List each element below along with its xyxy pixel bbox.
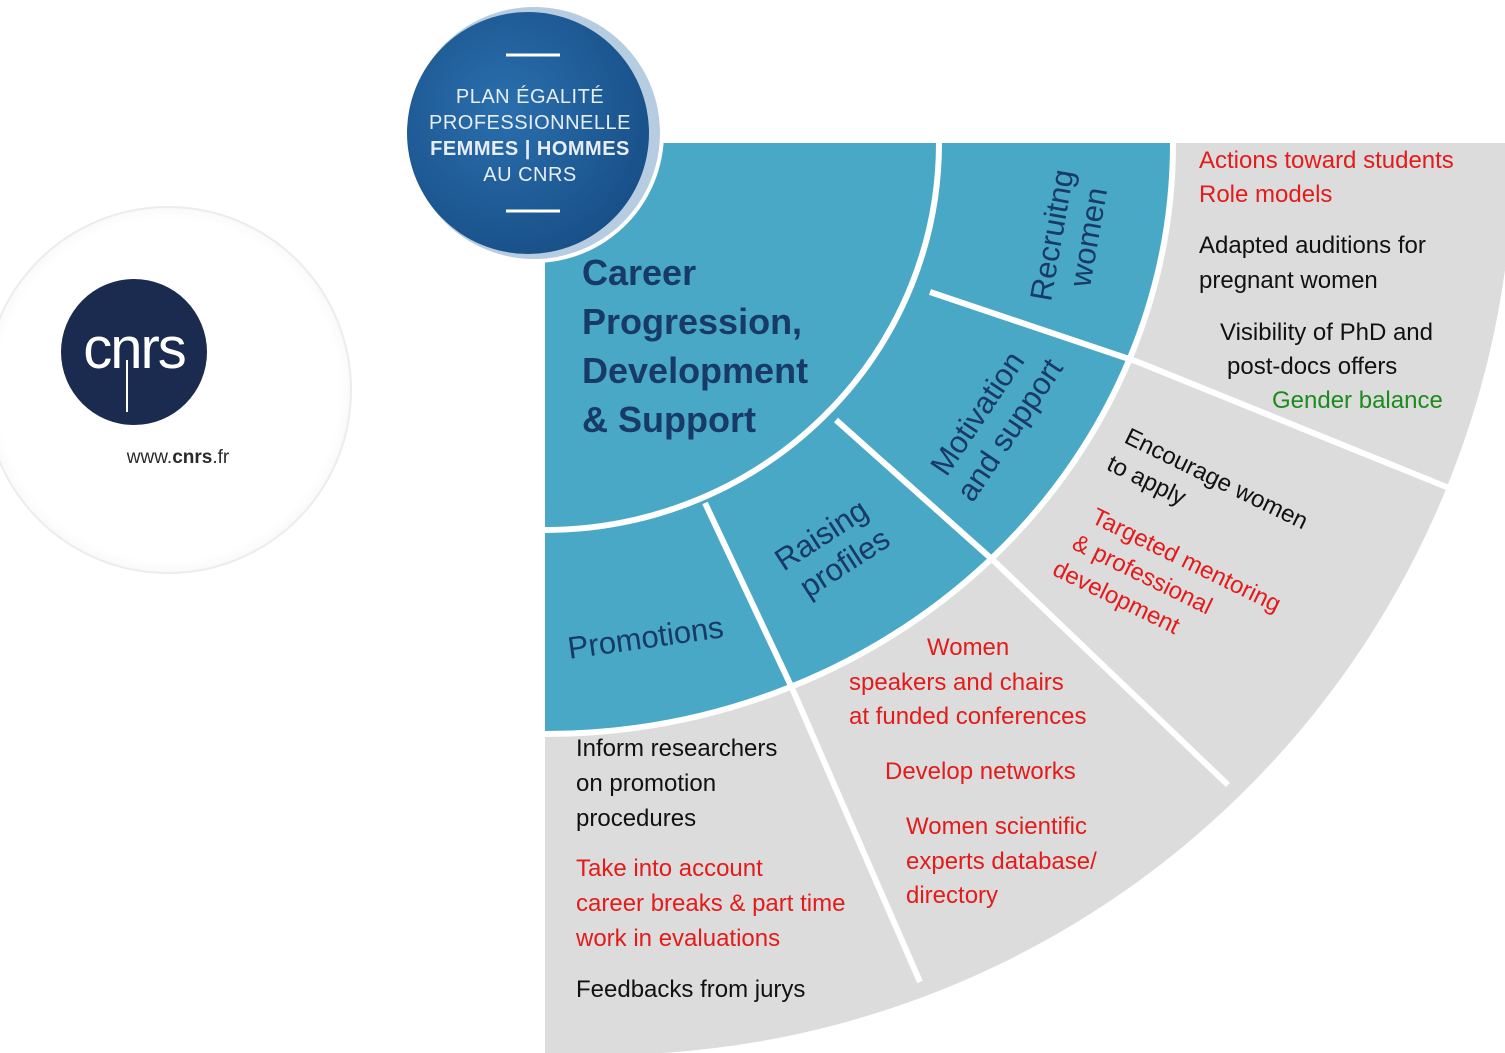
badge-line-4: AU CNRS xyxy=(483,164,577,186)
action-feedbacks-jurys: Feedbacks from jurys xyxy=(576,976,805,1003)
cnrs-logo-icon xyxy=(61,279,207,425)
action-gender-balance: Gender balance xyxy=(1272,387,1443,414)
cnrs-url: www.cnrs.fr xyxy=(126,447,230,468)
plan-egalite-badge: PLAN ÉGALITÉ PROFESSIONNELLE FEMMES | HO… xyxy=(404,3,664,263)
action-develop-networks: Develop networks xyxy=(885,758,1076,785)
action-inform-researchers: Inform researchers on promotion procedur… xyxy=(576,735,784,832)
action-women-speakers: Women speakers and chairs at funded conf… xyxy=(849,634,1087,730)
cnrs-logo-card: cnrs www.cnrs.fr xyxy=(0,206,352,574)
cnrs-wordmark: cnrs xyxy=(83,316,185,381)
action-adapted-auditions: Adapted auditions for pregnant women xyxy=(1199,232,1433,294)
badge-line-2: PROFESSIONNELLE xyxy=(429,112,631,134)
career-wheel: Career Progression, Development & Suppor… xyxy=(544,142,1505,1053)
badge-line-3: FEMMES | HOMMES xyxy=(430,138,630,160)
raising-profiles-actions: Women speakers and chairs at funded conf… xyxy=(849,634,1103,909)
center-quarter xyxy=(545,143,939,530)
recruiting-actions: Actions toward students Role models Adap… xyxy=(1199,147,1460,414)
action-students-role-models: Actions toward students Role models xyxy=(1199,147,1460,208)
promotions-actions: Inform researchers on promotion procedur… xyxy=(575,735,852,1003)
ring-separators xyxy=(544,142,1451,984)
action-career-breaks: Take into account career breaks & part t… xyxy=(575,855,852,952)
center-title: Career Progression, Development & Suppor… xyxy=(582,252,818,440)
badge-line-1: PLAN ÉGALITÉ xyxy=(456,85,604,108)
action-experts-database: Women scientific experts database/ direc… xyxy=(906,813,1103,909)
action-visibility-offers: Visibility of PhD and post-docs offers xyxy=(1220,319,1440,380)
